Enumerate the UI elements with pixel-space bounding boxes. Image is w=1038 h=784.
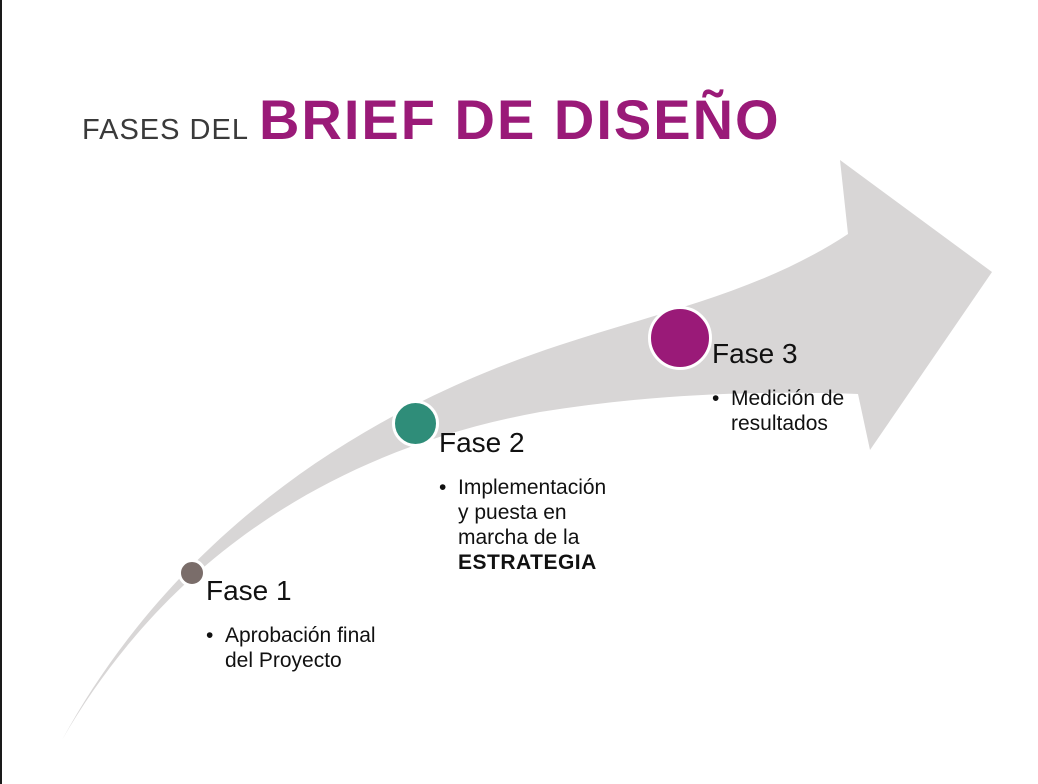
- phase-2-line-3: marcha de la: [458, 526, 580, 549]
- bullet-icon: •: [439, 476, 447, 499]
- phase-3-line-2: resultados: [731, 412, 828, 435]
- phase-2-description: • Implementación y puesta en marcha de l…: [439, 475, 659, 575]
- left-border: [0, 0, 2, 784]
- phase-1-description: • Aprobación final del Proyecto: [206, 623, 436, 673]
- title-prefix: FASES DEL: [82, 114, 249, 146]
- phase-3-line-1: Medición de: [731, 387, 845, 410]
- phase-2-dot: [392, 400, 439, 447]
- phase-3-dot: [648, 306, 712, 370]
- phase-2-line-1: Implementación: [458, 476, 607, 499]
- phase-1-line-1: Aprobación final: [225, 624, 376, 647]
- growth-arrow-shape: [62, 160, 992, 740]
- phase-2-line-2: y puesta en: [458, 501, 567, 524]
- phase-1-title: Fase 1: [206, 575, 292, 606]
- phase-1-line-2: del Proyecto: [225, 649, 342, 672]
- phase-2-emphasis: ESTRATEGIA: [458, 551, 597, 574]
- phase-3-title: Fase 3: [712, 338, 798, 369]
- phase-2-title: Fase 2: [439, 427, 525, 458]
- bullet-icon: •: [712, 387, 720, 410]
- phase-3-description: • Medición de resultados: [712, 386, 882, 436]
- bullet-icon: •: [206, 624, 214, 647]
- title-main: BRIEF DE DISEÑO: [258, 88, 781, 151]
- phase-1-dot: [178, 559, 206, 587]
